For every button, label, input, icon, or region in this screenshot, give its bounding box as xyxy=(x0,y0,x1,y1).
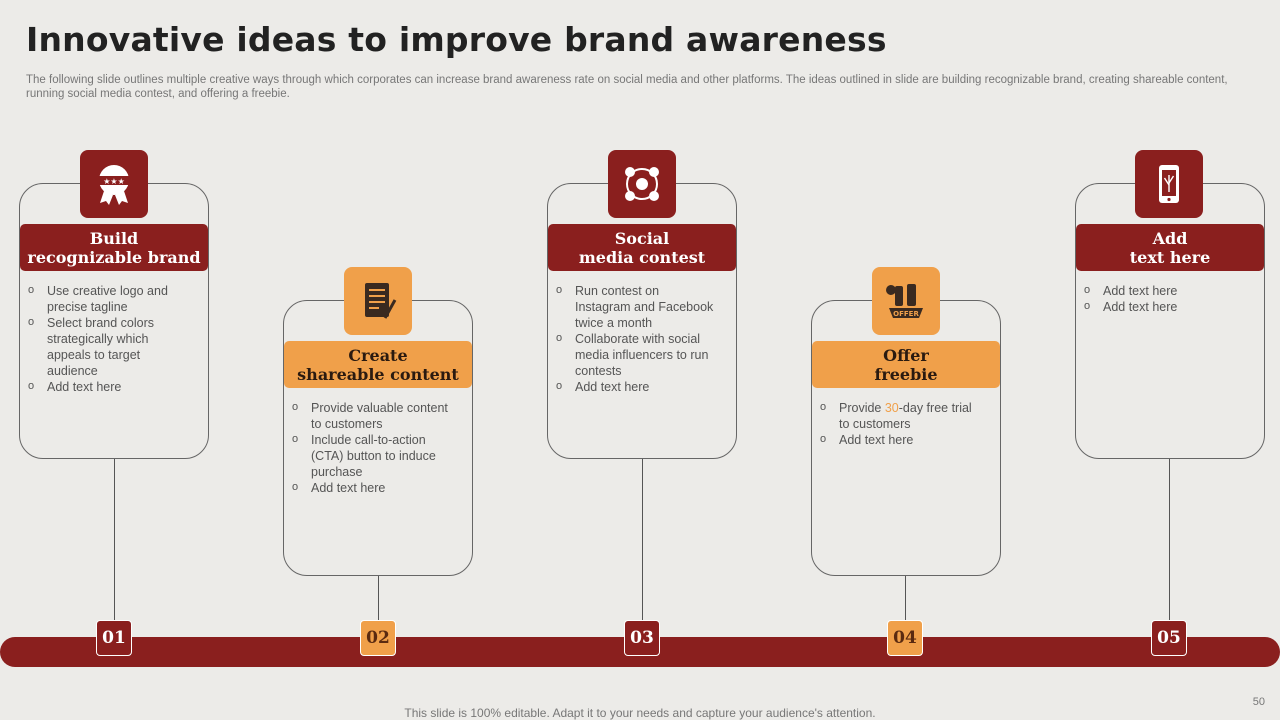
list-item: Add text here xyxy=(556,378,716,395)
list-item: Add text here xyxy=(1084,282,1244,299)
step-heading-1: Build recognizable brand xyxy=(20,224,208,271)
list-item: Provide valuable content to customers xyxy=(292,399,452,432)
step-number-4: 04 xyxy=(887,620,923,656)
step-number-3: 03 xyxy=(624,620,660,656)
page-title: Innovative ideas to improve brand awaren… xyxy=(26,20,887,59)
list-item: Run contest on Instagram and Facebook tw… xyxy=(556,282,716,331)
list-item: Add text here xyxy=(820,431,980,448)
connector-line xyxy=(642,459,643,637)
step-number-2: 02 xyxy=(360,620,396,656)
smartphone-icon xyxy=(1135,150,1203,218)
step-bullets-5: Add text here Add text here xyxy=(1084,282,1244,315)
list-item: Add text here xyxy=(28,378,188,395)
page-number: 50 xyxy=(1252,696,1265,708)
connector-line xyxy=(114,459,115,637)
highlight-number: 30 xyxy=(884,401,899,415)
step-bullets-3: Run contest on Instagram and Facebook tw… xyxy=(556,282,716,395)
step-heading-3: Social media contest xyxy=(548,224,736,271)
connector-line xyxy=(905,576,906,637)
step-bullets-4: Provide 30-day free trial to customers A… xyxy=(820,399,980,448)
connector-line xyxy=(378,576,379,637)
step-number-5: 05 xyxy=(1151,620,1187,656)
list-item: Use creative logo and precise tagline xyxy=(28,282,188,315)
step-number-1: 01 xyxy=(96,620,132,656)
list-item: Include call-to-action (CTA) button to i… xyxy=(292,431,452,480)
step-heading-2: Create shareable content xyxy=(284,341,472,388)
list-item: Collaborate with social media influencer… xyxy=(556,330,716,379)
award-ribbon-icon: ★★★ xyxy=(80,150,148,218)
footer-note: This slide is 100% editable. Adapt it to… xyxy=(404,706,876,720)
page-subtitle: The following slide outlines multiple cr… xyxy=(26,74,1228,100)
step-bullets-2: Provide valuable content to customers In… xyxy=(292,399,452,496)
svg-text:★★★: ★★★ xyxy=(103,177,125,186)
free-offer-icon: OFFER xyxy=(872,267,940,335)
list-item: Provide 30-day free trial to customers xyxy=(820,399,980,432)
list-item: Add text here xyxy=(1084,298,1244,315)
social-network-icon xyxy=(608,150,676,218)
document-pen-icon xyxy=(344,267,412,335)
step-bullets-1: Use creative logo and precise tagline Se… xyxy=(28,282,188,395)
list-item: Select brand colors strategically which … xyxy=(28,314,188,379)
list-item: Add text here xyxy=(292,479,452,496)
step-heading-4: Offer freebie xyxy=(812,341,1000,388)
connector-line xyxy=(1169,459,1170,637)
step-heading-5: Add text here xyxy=(1076,224,1264,271)
svg-text:OFFER: OFFER xyxy=(893,310,919,318)
